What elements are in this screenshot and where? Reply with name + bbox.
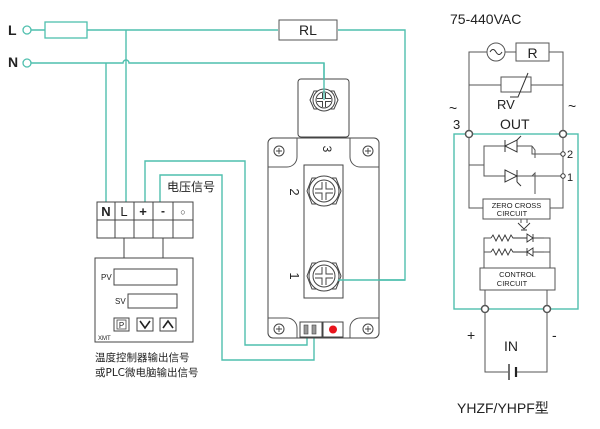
terminal-l: L <box>120 204 127 219</box>
line-terminal: L <box>8 22 32 38</box>
zero-cross-circuit: ZERO CROSS CIRCUIT <box>482 198 551 220</box>
control-leads <box>484 290 548 309</box>
input-pin <box>303 324 309 335</box>
caption-line1: 温度控制器输出信号 <box>95 351 190 364</box>
neutral-terminal: N <box>8 54 32 70</box>
input-pin <box>311 324 317 335</box>
out-left-rail <box>468 135 483 209</box>
out-terminal-4 <box>558 129 568 139</box>
ac-wave-icon <box>489 49 503 55</box>
out-right-rail <box>550 135 564 209</box>
ssr-enclosure <box>453 133 579 310</box>
down-button[interactable] <box>136 317 154 332</box>
load-resistor-r: R <box>515 42 550 62</box>
sv-label: SV <box>115 297 126 306</box>
neutral-label: N <box>8 54 18 70</box>
p-button[interactable]: P <box>113 317 130 332</box>
ssr-terminal-1-label: 1 <box>287 272 302 279</box>
zero-cross-line2: CIRCUIT <box>497 209 528 218</box>
in-plus-label: + <box>467 327 475 343</box>
resistor-icon <box>490 233 527 243</box>
thyristor-icon <box>503 135 522 153</box>
rv-label: RV <box>497 97 515 112</box>
neutral-wire <box>31 59 325 95</box>
diode-icon <box>526 247 544 257</box>
pv-label: PV <box>101 273 112 282</box>
load-resistor: RL <box>278 19 338 41</box>
input-connector <box>299 321 323 338</box>
thyristor-network <box>469 145 563 177</box>
terminal-1-label: 1 <box>567 172 573 184</box>
gate-leads <box>531 145 536 194</box>
load-loop <box>468 51 564 135</box>
control-circuit: CONTROL CIRCUIT <box>479 267 556 291</box>
terminal-plus: + <box>139 204 147 219</box>
chevron-down-icon <box>139 320 151 330</box>
led-network <box>483 237 551 268</box>
input-loop <box>484 313 548 373</box>
voltage-signal-label: 电压信号 <box>167 180 215 194</box>
varistor-slash <box>510 72 529 98</box>
in-minus-label: - <box>552 327 557 343</box>
screw-terminal-2 <box>306 175 342 207</box>
mount-screw-icon <box>362 145 374 157</box>
p-button-label: P <box>119 321 124 330</box>
ssr-terminal-3-label: 3 <box>320 146 334 153</box>
in-terminal-plus <box>480 304 490 314</box>
ssr-terminal-2-label: 2 <box>287 188 302 195</box>
screw-terminal-1 <box>306 260 342 292</box>
solid-state-relay: 3 2 1 <box>267 78 380 339</box>
voltage-range-label: 75-440VAC <box>450 11 521 27</box>
out-terminal-3 <box>464 129 474 139</box>
terminal-2-dot <box>560 151 566 157</box>
model-label: XMT <box>98 336 111 342</box>
control-line1: CONTROL <box>499 270 536 279</box>
phototriac-icon <box>517 222 531 231</box>
mount-screw-icon <box>273 323 285 335</box>
up-button[interactable] <box>159 317 177 332</box>
control-line2: CIRCUIT <box>497 279 528 288</box>
varistor-icon <box>500 76 532 93</box>
terminal-1-dot <box>560 173 566 179</box>
led-icon <box>526 233 544 243</box>
mount-screw-icon <box>362 323 374 335</box>
terminal-n: N <box>101 204 110 219</box>
r-label: R <box>527 45 537 61</box>
signal-plus-wire <box>144 160 308 346</box>
load-label: RL <box>299 22 317 38</box>
terminal-minus: - <box>161 204 165 218</box>
out-label: OUT <box>500 116 530 132</box>
signal-minus-wire <box>159 174 315 361</box>
neutral-terminal-circle <box>22 58 32 68</box>
ac-symbol-left: ~ <box>449 100 457 116</box>
temperature-controller: PV SV P XMT <box>94 257 194 343</box>
line-terminal-circle <box>22 25 32 35</box>
terminal-nc: ○ <box>180 207 185 217</box>
resistor-icon <box>490 247 527 257</box>
pv-display <box>113 268 178 286</box>
mount-screw-icon <box>273 145 285 157</box>
fuse-icon <box>44 21 88 39</box>
indicator-led <box>329 325 337 334</box>
line-label: L <box>8 22 17 38</box>
terminal-2-label: 2 <box>567 149 573 161</box>
controller-terminal-strip: N L + - ○ <box>96 201 194 239</box>
in-terminal-minus <box>542 304 552 314</box>
caption-line2: 或PLC微电脑输出信号 <box>95 366 199 379</box>
model-caption: YHZF/YHPF型 <box>457 400 549 416</box>
sv-display <box>127 293 178 309</box>
ac-symbol-right: ~ <box>568 98 576 114</box>
chevron-up-icon <box>162 319 174 329</box>
in-label: IN <box>504 338 518 354</box>
opto-leads <box>520 219 528 223</box>
thyristor-icon <box>504 169 522 187</box>
zero-cross-line1: ZERO CROSS <box>492 201 542 210</box>
terminal-3-label: 3 <box>453 117 460 132</box>
